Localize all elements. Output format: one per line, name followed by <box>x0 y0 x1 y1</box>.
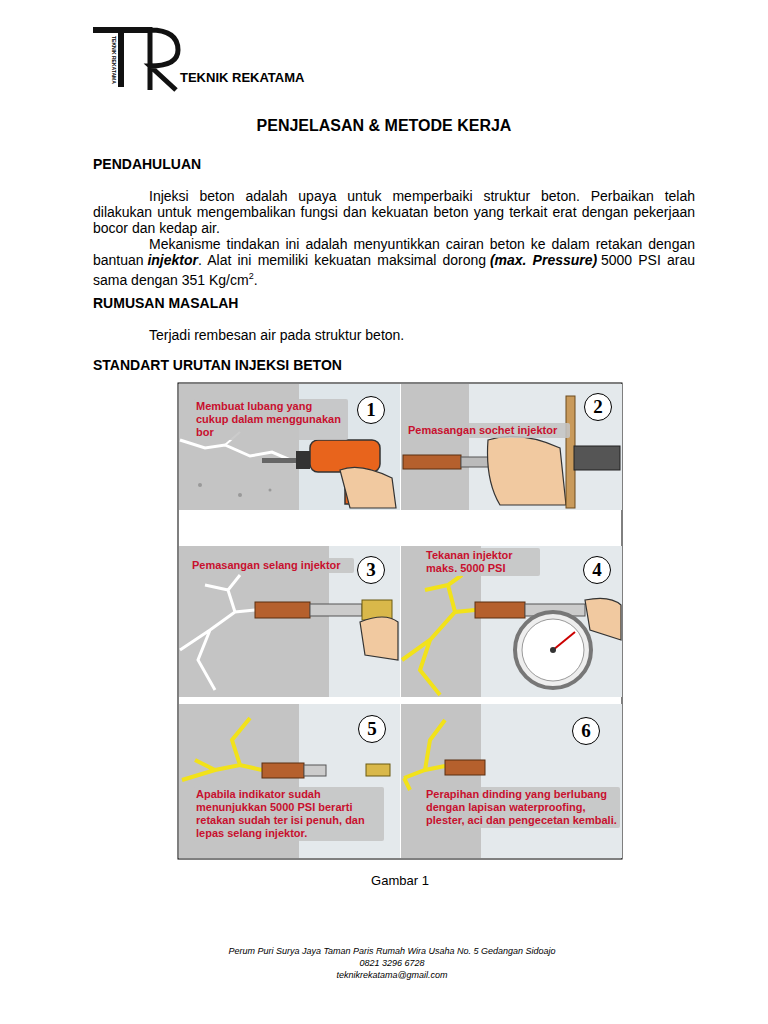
panel-socket <box>401 384 622 510</box>
section-heading: STANDART URUTAN INJEKSI BETON <box>93 357 342 373</box>
figure-caption: Gambar 1 <box>0 873 768 888</box>
process-panel: Pemasangan selang injektor3 <box>178 546 400 697</box>
callout-number: 4 <box>583 556 611 584</box>
section-heading: RUMUSAN MASALAH <box>93 295 238 311</box>
panel-release <box>179 704 400 858</box>
logo-text: TEKNIK REKATAMA <box>180 70 304 85</box>
step-caption: Perapihan dinding yang berlubang dengan … <box>424 787 620 828</box>
paragraph: Mekanisme tindakan ini adalah menyuntikk… <box>93 236 695 288</box>
callout-number: 6 <box>572 717 600 745</box>
step-caption: Apabila indikator sudah menunjukkan 5000… <box>194 787 384 841</box>
panel-finish <box>401 704 622 858</box>
callout-number: 2 <box>584 393 612 421</box>
callout-number: 5 <box>358 715 386 743</box>
callout-number: 1 <box>357 396 385 424</box>
process-panel: Perapihan dinding yang berlubang dengan … <box>400 703 622 859</box>
paragraph-text: (max. Pressure) <box>490 252 597 268</box>
process-panel: Pemasangan sochet injektor 2 <box>400 383 622 510</box>
process-panel: Membuat lubang yang cukup dalam mengguna… <box>178 383 400 510</box>
logo-vertical-text: TEKNIK REKATAMA <box>111 36 117 804</box>
step-caption: Membuat lubang yang cukup dalam mengguna… <box>194 399 348 440</box>
paragraph-text: . Alat ini memiliki kekuatan maksimal do… <box>198 252 486 268</box>
panel-pressure <box>401 546 622 697</box>
section-heading: PENDAHULUAN <box>93 156 201 172</box>
panel-drill <box>179 384 400 510</box>
paragraph-text: 2 <box>249 271 254 281</box>
footer-text: 0821 3296 6728 <box>8 958 768 968</box>
callout-number: 3 <box>357 556 385 584</box>
paragraph: Terjadi rembesan air pada struktur beton… <box>93 327 695 343</box>
paragraph: Injeksi beton adalah upaya untuk memperb… <box>93 188 695 236</box>
paragraph-text: . <box>254 272 258 288</box>
panel-hose <box>179 546 400 697</box>
step-caption: Tekanan injektor maks. 5000 PSI <box>424 548 540 576</box>
footer-text: Perum Puri Surya Jaya Taman Paris Rumah … <box>8 946 768 956</box>
step-caption: Pemasangan sochet injektor <box>406 423 570 438</box>
step-caption: Pemasangan selang injektor <box>190 558 354 573</box>
process-panel: Tekanan injektor maks. 5000 PSI 4 <box>400 546 622 697</box>
process-panel: Apabila indikator sudah menunjukkan 5000… <box>178 703 400 859</box>
page-title: PENJELASAN & METODE KERJA <box>0 117 768 135</box>
logo-mark <box>93 27 178 90</box>
paragraph-text: injektor <box>147 252 198 268</box>
footer-text: teknikrekatama@gmail.com <box>8 970 768 980</box>
